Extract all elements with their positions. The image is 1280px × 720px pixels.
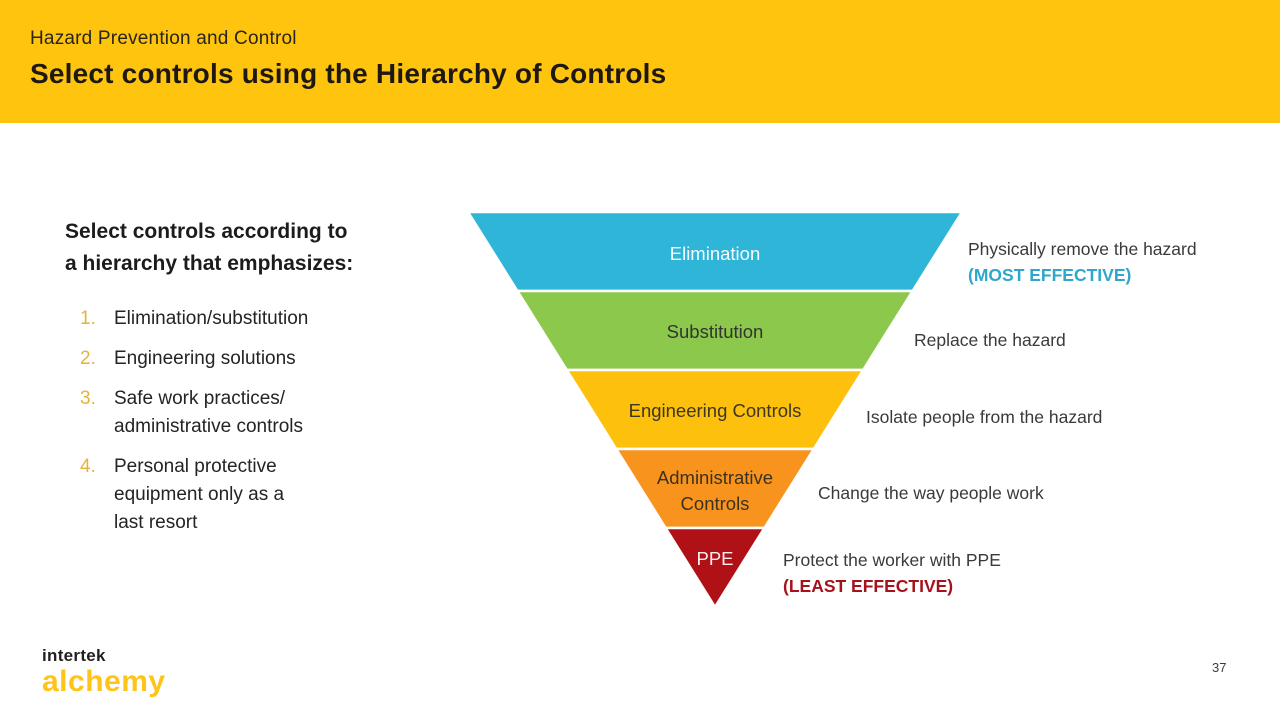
slide-header: Hazard Prevention and Control Select con… (0, 0, 1280, 123)
funnel-annotation: Change the way people work (818, 480, 1044, 506)
hierarchy-list-item: 2. Engineering solutions (80, 345, 410, 373)
list-item-text: Safe work practices/ administrative cont… (114, 388, 304, 437)
annotation-text: Replace the hazard (914, 330, 1066, 350)
hierarchy-list-item: 1. Elimination/substitution (80, 305, 410, 333)
funnel-band-label: PPE (696, 548, 733, 569)
funnel-annotation: Isolate people from the hazard (866, 404, 1102, 430)
page-title: Select controls using the Hierarchy of C… (30, 58, 667, 89)
funnel-band (613, 447, 817, 530)
funnel-annotation: Replace the hazard (914, 327, 1066, 353)
funnel-band (465, 210, 965, 293)
list-item-text: Elimination/substitution (114, 308, 309, 329)
list-item-number: 4. (80, 456, 96, 477)
list-item-number: 3. (80, 388, 96, 409)
hierarchy-list-item: 3. Safe work practices/ administrative co… (80, 385, 410, 441)
funnel-band-label: Substitution (667, 321, 764, 342)
annotation-text: Change the way people work (818, 483, 1044, 503)
annotation-text: Isolate people from the hazard (866, 407, 1103, 427)
funnel-annotation: Protect the worker with PPE (LEAST EFFECT… (783, 547, 1001, 599)
funnel-band (515, 289, 915, 372)
funnel-band-label: Elimination (670, 243, 761, 264)
list-item-text: Engineering solutions (114, 348, 296, 369)
list-item-number: 1. (80, 308, 96, 329)
logo-intertek-text: intertek (42, 646, 106, 665)
annotation-effectiveness-note: (LEAST EFFECTIVE) (783, 576, 954, 596)
logo-alchemy-text: alchemy (42, 665, 166, 698)
page-number: 37 (1212, 660, 1227, 675)
header-eyebrow: Hazard Prevention and Control (30, 28, 297, 49)
hierarchy-list: 1. Elimination/substitution 2. Engineering … (80, 305, 410, 549)
annotation-text: Protect the worker with PPE (783, 550, 1001, 570)
funnel-band (564, 368, 866, 451)
funnel-band-label: Engineering Controls (629, 400, 802, 421)
annotation-effectiveness-note: (MOST EFFECTIVE) (968, 265, 1132, 285)
left-heading: Select controls according to a hierarchy… (65, 220, 354, 275)
funnel-annotation: Physically remove the hazard (MOST EFFECT… (968, 236, 1197, 288)
list-item-text: Personal protective equipment only as a … (114, 456, 285, 533)
list-item-number: 2. (80, 348, 96, 369)
hierarchy-list-item: 4. Personal protective equipment only as … (80, 453, 410, 537)
funnel-band (663, 526, 767, 610)
intertek-alchemy-logo: intertek alchemy (42, 646, 166, 699)
annotation-text: Physically remove the hazard (968, 239, 1197, 259)
